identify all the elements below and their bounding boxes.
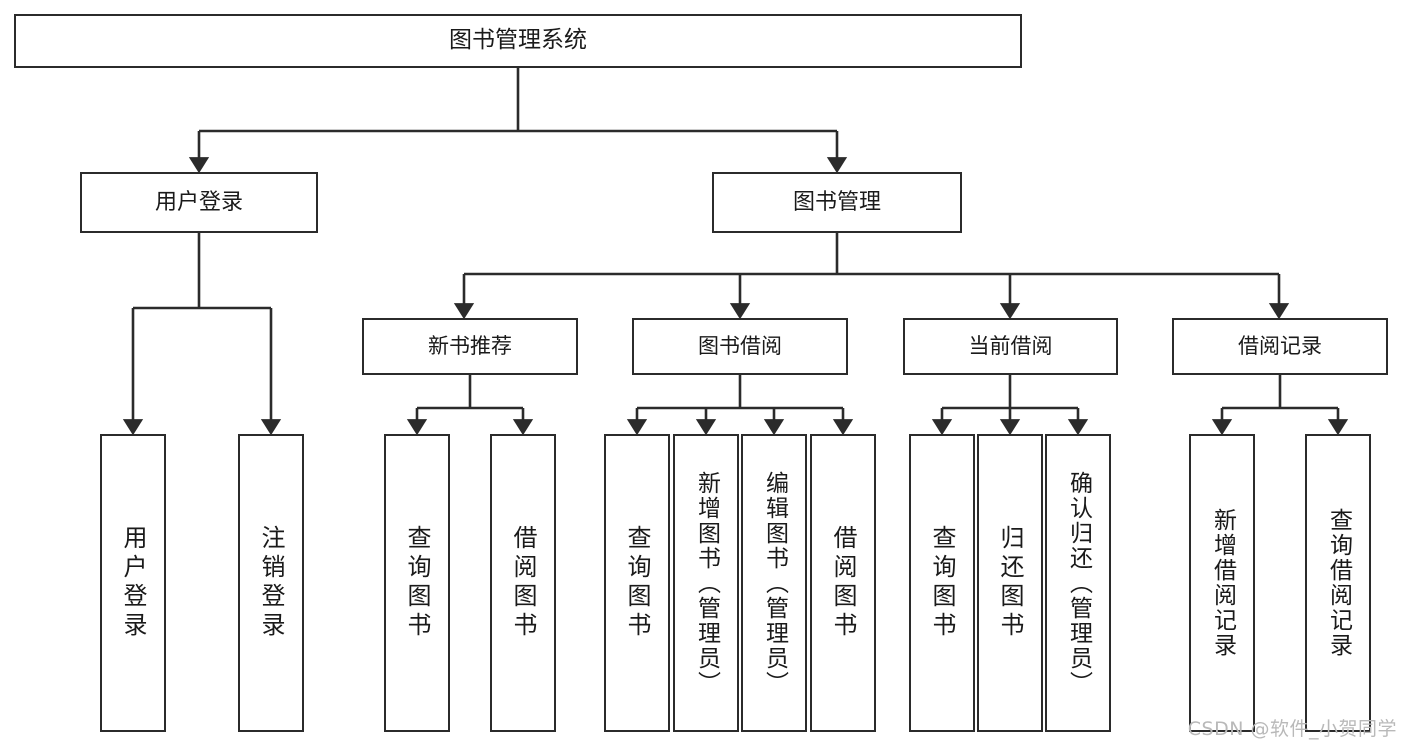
node-label: 编辑图书（管理员） <box>761 470 788 696</box>
node-label: 用户登录 <box>154 189 243 215</box>
leaf-borrow-book[interactable]: 借阅图书 <box>810 434 876 732</box>
node-label: 当前借阅 <box>968 334 1053 359</box>
node-new-book-recommend[interactable]: 新书推荐 <box>362 318 578 375</box>
node-current-borrow[interactable]: 当前借阅 <box>903 318 1118 375</box>
node-label: 借阅记录 <box>1238 334 1322 359</box>
node-label: 新增图书（管理员） <box>693 470 720 696</box>
node-label: 借阅图书 <box>509 525 537 641</box>
leaf-edit-book-admin[interactable]: 编辑图书（管理员） <box>741 434 807 732</box>
node-label: 新书推荐 <box>428 334 512 359</box>
leaf-logout-login[interactable]: 注销登录 <box>238 434 304 732</box>
leaf-add-borrow-record[interactable]: 新增借阅记录 <box>1189 434 1255 732</box>
node-label: 图书借阅 <box>698 334 782 359</box>
node-user-login[interactable]: 用户登录 <box>80 172 318 233</box>
node-label: 查询借阅记录 <box>1325 508 1352 658</box>
node-label: 归还图书 <box>996 525 1024 641</box>
node-book-management[interactable]: 图书管理 <box>712 172 962 233</box>
node-label: 图书管理 <box>792 189 881 215</box>
node-label: 借阅图书 <box>829 525 857 641</box>
node-label: 查询图书 <box>403 525 431 641</box>
node-book-borrow[interactable]: 图书借阅 <box>632 318 848 375</box>
node-label: 图书管理系统 <box>449 27 587 54</box>
leaf-query-book-current[interactable]: 查询图书 <box>909 434 975 732</box>
leaf-confirm-return-admin[interactable]: 确认归还（管理员） <box>1045 434 1111 732</box>
node-label: 注销登录 <box>257 525 285 641</box>
leaf-add-book-admin[interactable]: 新增图书（管理员） <box>673 434 739 732</box>
csdn-watermark: CSDN @软件_小贺同学 <box>1187 718 1397 740</box>
leaf-borrow-book-recommend[interactable]: 借阅图书 <box>490 434 556 732</box>
leaf-query-book-recommend[interactable]: 查询图书 <box>384 434 450 732</box>
node-label: 新增借阅记录 <box>1209 508 1236 658</box>
node-label: 查询图书 <box>928 525 956 641</box>
leaf-return-book[interactable]: 归还图书 <box>977 434 1043 732</box>
leaf-query-book-borrow[interactable]: 查询图书 <box>604 434 670 732</box>
node-root-book-management-system[interactable]: 图书管理系统 <box>14 14 1022 68</box>
node-label: 用户登录 <box>119 525 147 641</box>
node-borrow-record[interactable]: 借阅记录 <box>1172 318 1388 375</box>
leaf-query-borrow-record[interactable]: 查询借阅记录 <box>1305 434 1371 732</box>
leaf-user-login[interactable]: 用户登录 <box>100 434 166 732</box>
node-label: 查询图书 <box>623 525 651 641</box>
node-label: 确认归还（管理员） <box>1065 470 1092 696</box>
